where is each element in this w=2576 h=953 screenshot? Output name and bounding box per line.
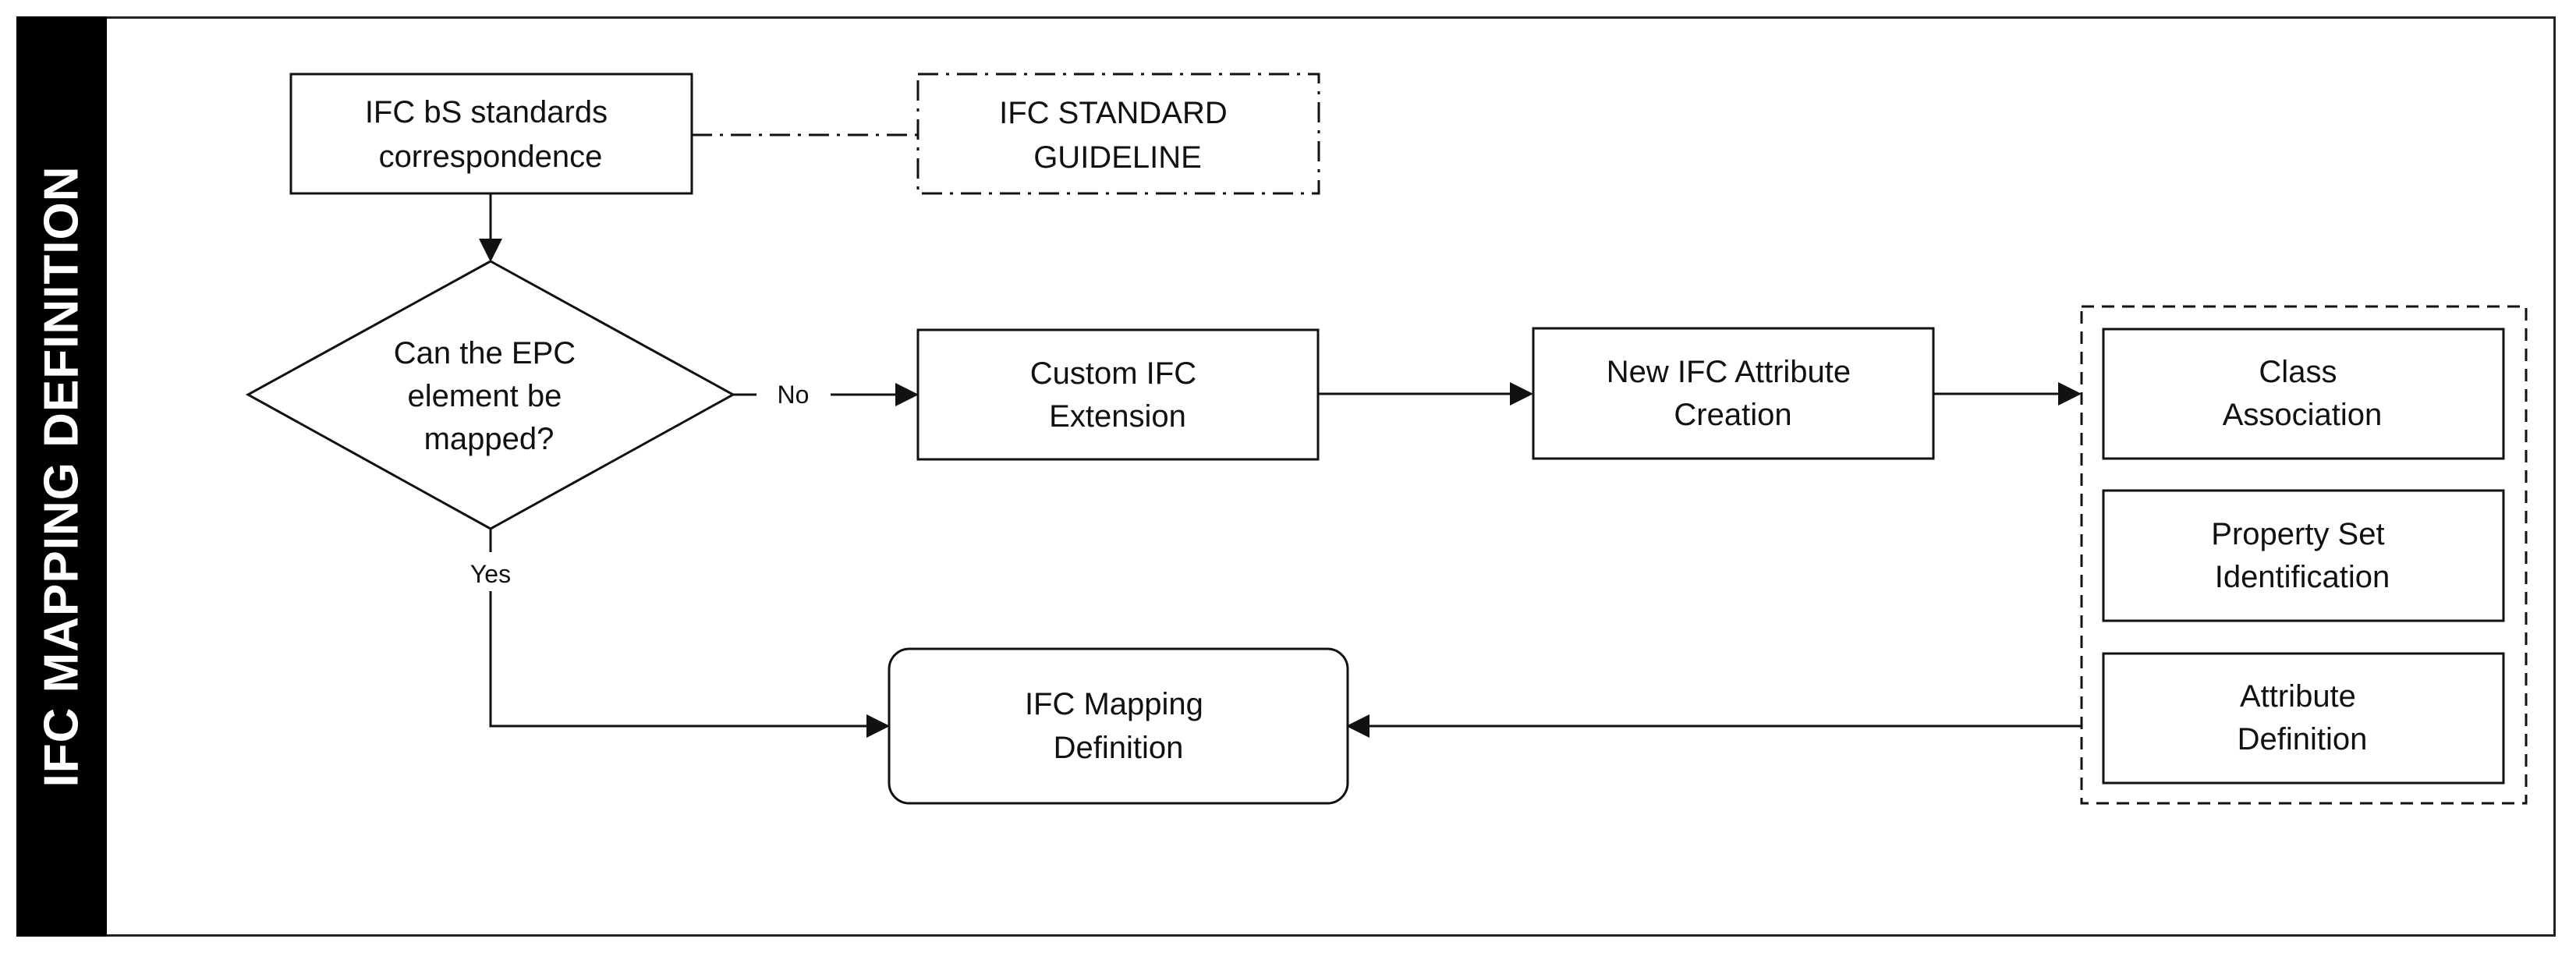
- edge-label-yes: Yes: [470, 560, 511, 588]
- class-line-2: Association: [2223, 398, 2383, 432]
- property-label: Property Set Identification: [2211, 517, 2393, 594]
- node-group-dashed: [2080, 305, 2528, 805]
- edge-label-no: No: [778, 381, 810, 409]
- node-mapping-box: [888, 647, 1349, 805]
- decision-line-3: mapped?: [424, 422, 555, 456]
- guideline-line-1: IFC STANDARD: [999, 96, 1228, 130]
- decision-line-2: element be: [407, 379, 562, 413]
- extension-line-1: Custom IFC: [1030, 356, 1196, 391]
- sidebar-band: [16, 16, 107, 937]
- property-line-2: Identification: [2215, 560, 2390, 594]
- edge-decision-yes-down: [489, 591, 890, 738]
- mapping-line-1: IFC Mapping: [1025, 687, 1203, 721]
- decision-label: Can the EPC element be mapped?: [394, 336, 585, 456]
- node-attribute-def-box: [2102, 652, 2505, 785]
- standards-line-1: IFC bS standards: [365, 95, 608, 129]
- attribute-line-2: Creation: [1674, 398, 1791, 432]
- attribute-def-line-1: Attribute: [2240, 679, 2356, 714]
- extension-label: Custom IFC Extension: [1030, 356, 1205, 434]
- property-line-1: Property Set: [2211, 517, 2384, 551]
- extension-line-2: Extension: [1049, 399, 1186, 434]
- node-extension-box: [916, 328, 1320, 461]
- node-guideline-box: [916, 73, 1320, 195]
- mapping-label: IFC Mapping Definition: [1025, 687, 1212, 765]
- attribute-def-line-2: Definition: [2238, 722, 2368, 756]
- standards-label: IFC bS standards correspondence: [365, 95, 616, 174]
- node-standards-box: [289, 73, 693, 195]
- standards-line-2: correspondence: [379, 140, 603, 174]
- guideline-label: IFC STANDARD GUIDELINE: [999, 96, 1236, 175]
- mapping-line-2: Definition: [1054, 731, 1184, 765]
- node-attribute-box: [1532, 327, 1935, 460]
- guideline-line-2: GUIDELINE: [1033, 140, 1202, 175]
- class-label: Class Association: [2223, 355, 2383, 432]
- node-decision-diamond: [245, 260, 736, 530]
- node-class-box: [2102, 328, 2505, 460]
- attribute-label: New IFC Attribute Creation: [1607, 355, 1860, 432]
- attribute-line-1: New IFC Attribute: [1607, 355, 1851, 389]
- attribute-def-label: Attribute Definition: [2238, 679, 2368, 756]
- node-property-box: [2102, 489, 2505, 622]
- decision-line-1: Can the EPC: [394, 336, 576, 370]
- class-line-1: Class: [2259, 355, 2337, 389]
